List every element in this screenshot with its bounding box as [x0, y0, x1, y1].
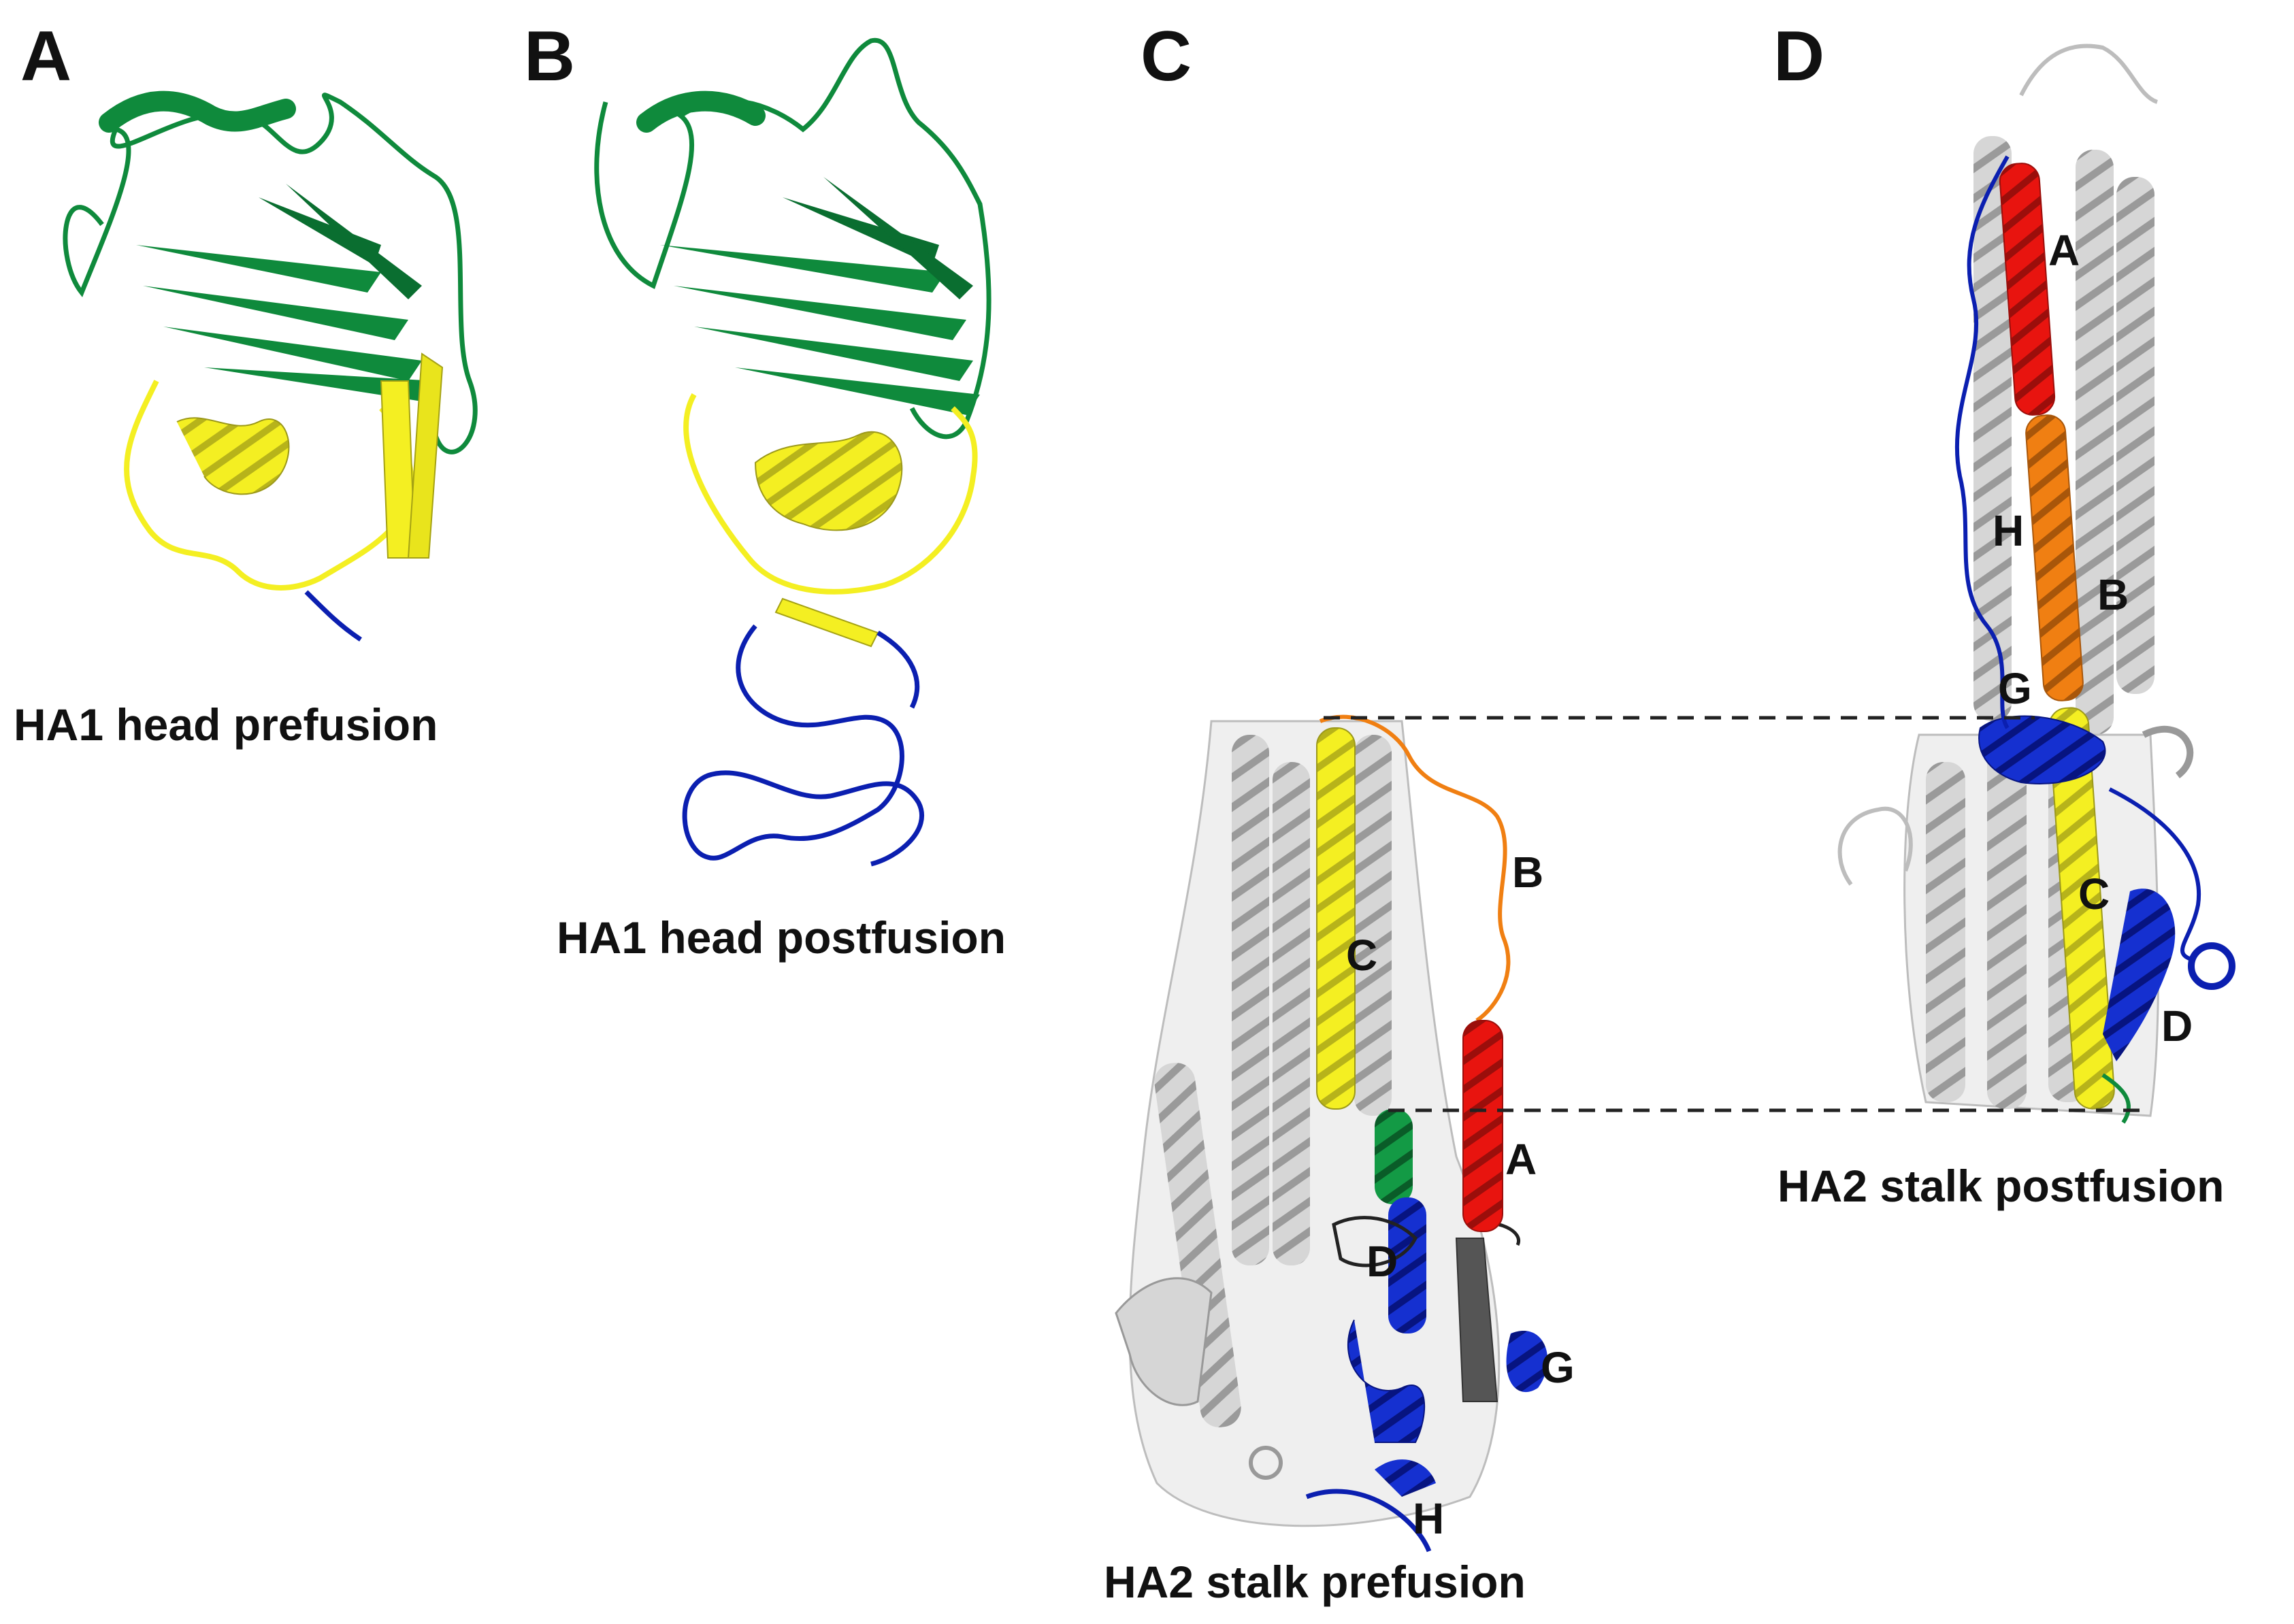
panel-c-helix-c [1316, 727, 1356, 1110]
panel-c-label-a: A [1505, 1135, 1537, 1184]
panel-c-helix-a [1462, 1020, 1503, 1232]
panel-d-coil-h [1955, 155, 2010, 729]
panel-c-label-c: C [1346, 931, 1378, 980]
panel-a-letter: A [20, 17, 71, 96]
caption-a: HA1 head prefusion [14, 699, 438, 750]
caption-c: HA2 stalk prefusion [1104, 1557, 1526, 1607]
panel-b-structure [594, 37, 992, 867]
panel-c-label-b: B [1512, 848, 1544, 897]
panel-c-structure [1115, 714, 1548, 1553]
caption-b: HA1 head postfusion [557, 912, 1006, 963]
panel-d-label-c: C [2078, 869, 2110, 918]
panel-d-helix-a [1999, 163, 2056, 416]
panel-d-label-g: G [1998, 664, 2032, 713]
panel-d-letter: D [1773, 17, 1824, 96]
panel-c-loop-b [1319, 714, 1511, 1023]
panel-d-label-d: D [2161, 1001, 2193, 1050]
caption-d: HA2 stalk postfusion [1777, 1161, 2225, 1211]
panel-b-letter: B [524, 17, 575, 96]
panel-c-label-h: H [1413, 1494, 1445, 1543]
panel-d-label-a: A [2048, 226, 2080, 275]
panel-b-blue-loops [682, 624, 925, 867]
panel-a-green-loops [63, 93, 478, 454]
panel-d-helix-c [2048, 707, 2115, 1110]
panel-d-structure [1837, 44, 2235, 1124]
panel-d-label-b: B [2097, 570, 2129, 619]
panel-d-helix-b [2025, 414, 2084, 701]
panel-c-letter: C [1141, 17, 1192, 96]
panel-d-label-h: H [1993, 506, 2025, 555]
panel-a-structure [63, 90, 478, 642]
panel-c-label-g: G [1541, 1343, 1575, 1392]
panel-c-label-d: D [1366, 1237, 1398, 1286]
